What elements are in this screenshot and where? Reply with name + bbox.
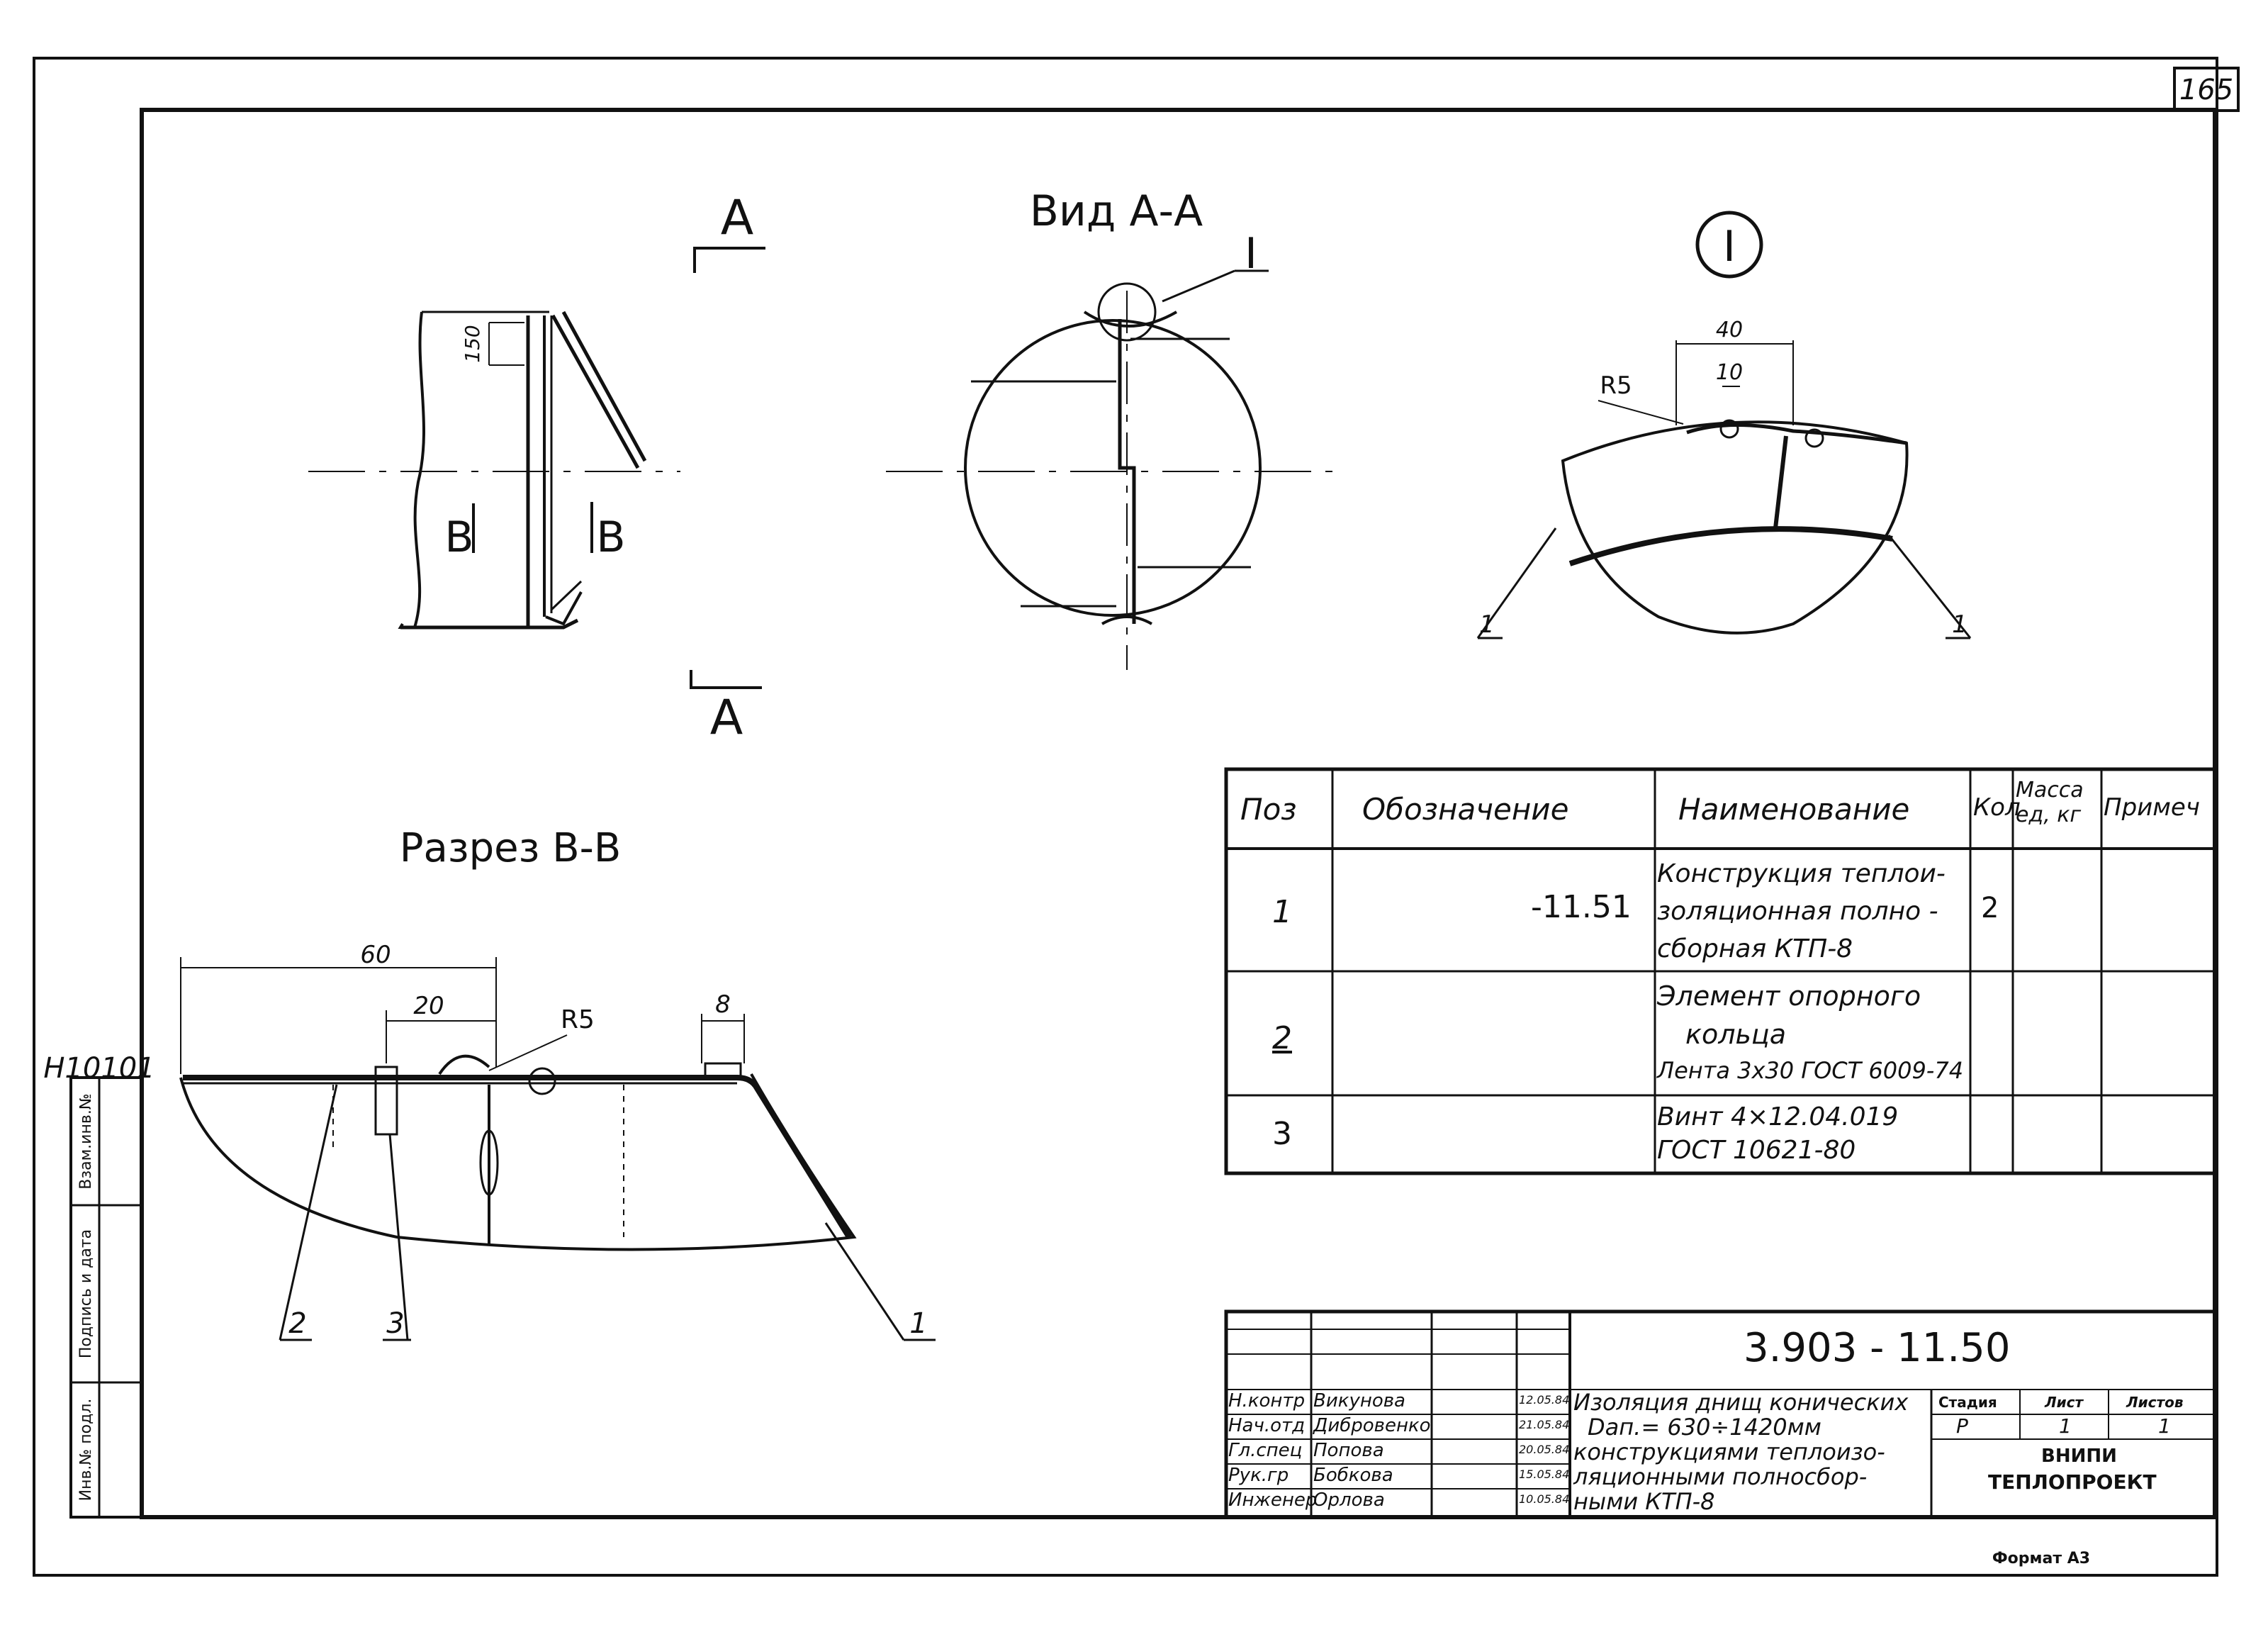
role-5: Инженер	[1228, 1489, 1318, 1511]
name-3: Попова	[1313, 1440, 1384, 1461]
spec-row1-designation: -11.51	[1531, 889, 1632, 925]
sheet-number: 165	[2179, 74, 2233, 106]
spec-header-qty: Кол	[1973, 793, 2021, 822]
bb-dim-60: 60	[360, 941, 391, 969]
spec-header-note: Примеч	[2104, 793, 2200, 822]
spec-row2-name-1: Элемент опорного	[1657, 980, 1921, 1012]
side-col-1: Взам.инв.№	[77, 1093, 95, 1189]
spec-row3-name-2: ГОСТ 10621-80	[1657, 1136, 1856, 1165]
node-label: I	[1245, 229, 1257, 279]
sheet-value: 1	[2059, 1414, 2072, 1438]
name-2: Дибровенко	[1313, 1415, 1431, 1436]
view-aa: Вид А-А I	[886, 186, 1340, 670]
spec-row1-pos: 1	[1272, 894, 1292, 930]
title-line-1: Изоляция днищ конических	[1573, 1389, 1909, 1416]
node-detail: I 40 10 R5 1 1	[1476, 211, 1972, 639]
dim-150: 150	[461, 325, 484, 362]
spec-row3-pos: 3	[1272, 1116, 1292, 1152]
section-bb-title: Разрез В-В	[400, 825, 621, 871]
sheets-header: Листов	[2126, 1394, 2184, 1411]
cut-b-left: В	[444, 513, 473, 562]
section-bb: Разрез В-В 60 20 R5 8 2 3 1	[179, 825, 936, 1341]
spec-header-mass: Масса ед, кг	[2016, 778, 2084, 827]
section-mark-bottom: А	[710, 690, 743, 746]
node-circle-label: I	[1723, 222, 1736, 272]
name-4: Бобкова	[1313, 1465, 1393, 1486]
spec-table-grid	[1224, 767, 2217, 1175]
spec-row1-name-1: Конструкция теплои-	[1657, 859, 1946, 888]
role-1: Н.контр	[1228, 1390, 1306, 1412]
left-view: А А 150 В В	[308, 190, 765, 746]
title-line-3: конструкциями теплоизо-	[1573, 1438, 1885, 1465]
date-1: 12.05.84	[1519, 1393, 1570, 1407]
role-3: Гл.спец	[1228, 1440, 1303, 1461]
bb-callout-3: 3	[386, 1307, 404, 1340]
bb-dim-8: 8	[715, 990, 731, 1019]
title-block-grid	[1224, 1309, 2217, 1519]
title-line-4: ляционными полносбор-	[1573, 1463, 1868, 1490]
date-5: 10.05.84	[1519, 1492, 1570, 1506]
name-5: Орлова	[1313, 1489, 1385, 1511]
node-callout-right: 1	[1952, 610, 1967, 639]
spec-header-designation: Обозначение	[1362, 792, 1569, 827]
org-line-1: ВНИПИ	[2041, 1446, 2117, 1467]
title-line-5: ными КТП-8	[1573, 1488, 1715, 1515]
node-callout-left: 1	[1479, 610, 1495, 639]
spec-header-pos: Поз	[1240, 792, 1297, 827]
node-dim-40: 40	[1716, 318, 1743, 342]
stage-header: Стадия	[1938, 1394, 1997, 1411]
name-1: Викунова	[1313, 1390, 1405, 1412]
date-2: 21.05.84	[1519, 1418, 1570, 1431]
stage-value: Р	[1956, 1414, 1968, 1438]
spec-row3-name-1: Винт 4×12.04.019	[1657, 1102, 1899, 1131]
bb-dim-r5: R5	[561, 1005, 595, 1034]
spec-row1-name-3: сборная КТП-8	[1657, 934, 1853, 963]
title-line-2: Dап.= 630÷1420мм	[1588, 1414, 1821, 1441]
spec-header-name: Наименование	[1678, 792, 1910, 827]
date-3: 20.05.84	[1519, 1443, 1570, 1456]
bb-dim-20: 20	[413, 992, 444, 1020]
spec-row2-pos: 2	[1272, 1020, 1292, 1056]
node-dim-10: 10	[1716, 360, 1743, 385]
bb-callout-2: 2	[288, 1307, 306, 1340]
cut-b-right: В	[596, 513, 625, 562]
date-4: 15.05.84	[1519, 1468, 1570, 1481]
sheet-header: Лист	[2045, 1394, 2084, 1411]
sheets-value: 1	[2158, 1414, 2171, 1438]
spec-row2-name-2: кольца	[1685, 1019, 1787, 1050]
side-stamp	[69, 1076, 143, 1519]
spec-row1-qty: 2	[1981, 892, 1999, 924]
side-col-2: Подпись и дата	[77, 1229, 95, 1358]
role-2: Нач.отд	[1228, 1415, 1306, 1436]
role-4: Рук.гр	[1228, 1465, 1289, 1486]
sheet-number-box	[2173, 67, 2240, 112]
section-mark-top: А	[721, 190, 754, 246]
view-aa-title: Вид А-А	[1030, 186, 1203, 236]
spec-row1-name-2: золяционная полно -	[1657, 897, 1938, 926]
format-label: Формат А3	[1992, 1550, 2090, 1567]
bb-callout-1: 1	[909, 1307, 927, 1340]
spec-row2-name-3: Лента 3х30 ГОСТ 6009-74	[1657, 1057, 1964, 1084]
node-dim-r5: R5	[1600, 371, 1632, 400]
doc-code: 3.903 - 11.50	[1744, 1325, 2011, 1371]
side-col-3: Инв.№ подл.	[77, 1399, 95, 1502]
org-line-2: ТЕПЛОПРОЕКТ	[1988, 1470, 2157, 1494]
